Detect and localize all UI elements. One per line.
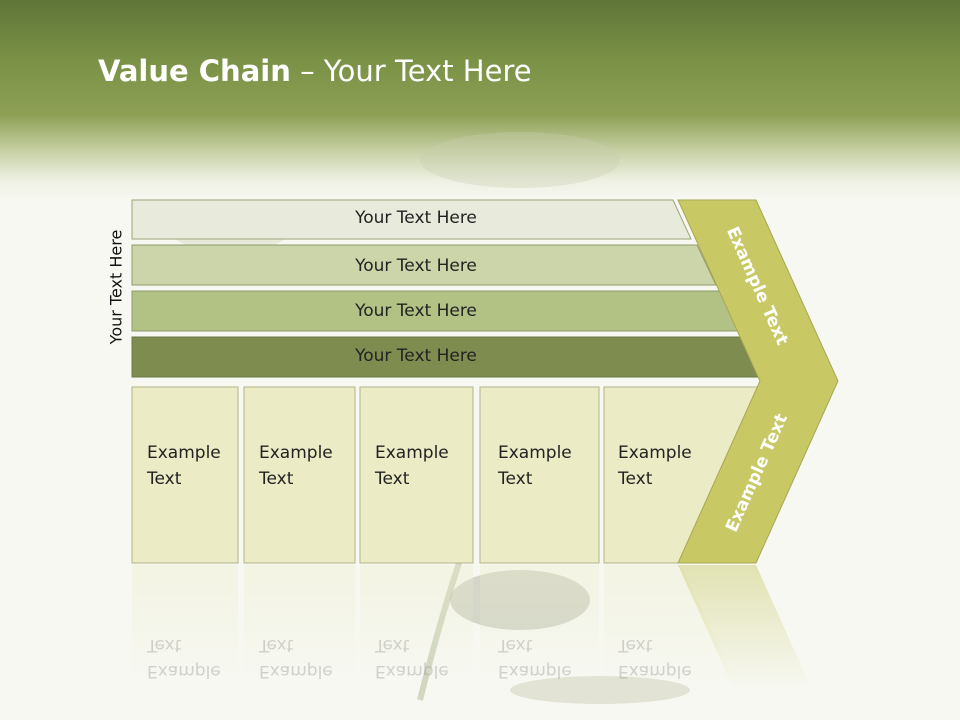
cell-text-reflection-3: Example Text (375, 632, 449, 684)
cell-3-line1: Example (375, 443, 449, 463)
cell-box-4 (479, 386, 600, 564)
page-title: Value Chain – Your Text Here (98, 54, 532, 88)
cell-4-line2: Text (498, 469, 533, 489)
cell-reflection-5 (604, 565, 740, 690)
row-label-1: Your Text Here (355, 208, 477, 228)
cell-text-reflection-1: Example Text (147, 632, 221, 684)
cell-reflection-4 (480, 565, 599, 685)
cell-text-reflection-2: Example Text (259, 632, 333, 684)
cell-3-line2-reflection: Text (375, 635, 410, 655)
cell-2-line1-reflection: Example (259, 661, 333, 681)
cell-text-reflection-4: Example Text (498, 632, 572, 684)
chevron-arrow (677, 199, 839, 564)
cell-3-line1-reflection: Example (375, 661, 449, 681)
cell-reflection-2 (244, 565, 355, 685)
title-bold: Value Chain (98, 54, 291, 88)
cell-box-3 (359, 386, 474, 564)
cell-1-line2-reflection: Text (147, 635, 182, 655)
cell-5-line2-reflection: Text (618, 635, 653, 655)
row-label-3: Your Text Here (355, 301, 477, 321)
cell-5-line1-reflection: Example (618, 661, 692, 681)
cell-box-2 (243, 386, 356, 564)
cell-reflection-1 (132, 565, 238, 685)
cell-3-line2: Text (375, 469, 410, 489)
cell-4-line2-reflection: Text (498, 635, 533, 655)
cell-2-line2: Text (259, 469, 294, 489)
cell-1-line2: Text (147, 469, 182, 489)
chevron-reflection (678, 565, 812, 690)
cell-reflection-3 (360, 565, 473, 685)
cell-2-line2-reflection: Text (259, 635, 294, 655)
cell-1-line1-reflection: Example (147, 661, 221, 681)
cell-5-line2: Text (618, 469, 653, 489)
cell-5-line1: Example (618, 443, 692, 463)
cell-2-line1: Example (259, 443, 333, 463)
cell-4-line1: Example (498, 443, 572, 463)
row-bar-1 (131, 199, 692, 240)
row-label-4: Your Text Here (355, 346, 477, 366)
cell-box-1 (131, 386, 239, 564)
cell-text-reflection-5: Example Text (618, 632, 692, 684)
title-banner (0, 0, 960, 200)
cell-1-line1: Example (147, 443, 221, 463)
cell-4-line1-reflection: Example (498, 661, 572, 681)
title-rest: – Your Text Here (290, 54, 532, 88)
row-label-2: Your Text Here (355, 256, 477, 276)
